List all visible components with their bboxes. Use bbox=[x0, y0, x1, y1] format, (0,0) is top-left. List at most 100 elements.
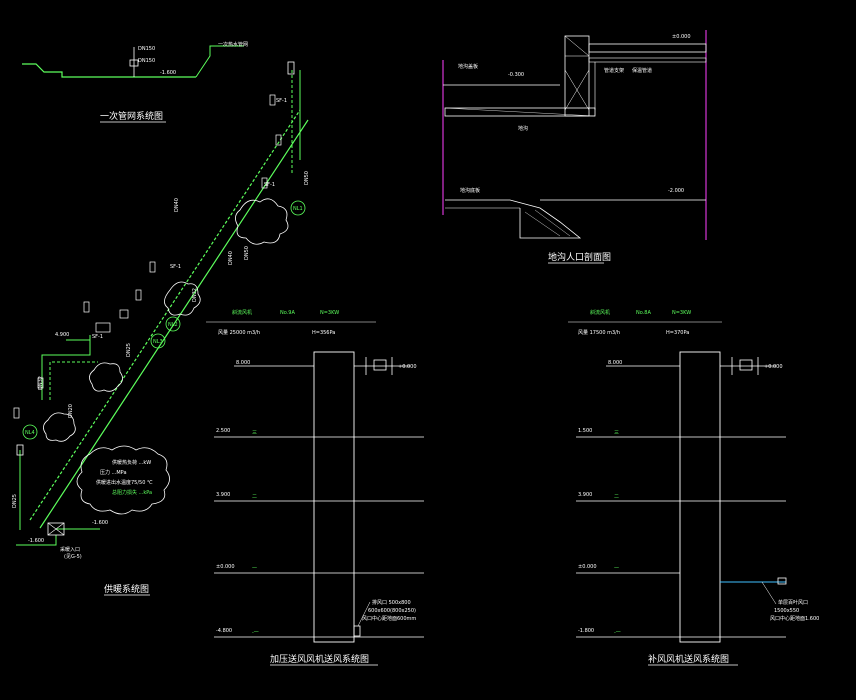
heating-elev-mid: 4.900 bbox=[55, 332, 69, 338]
louver-icon bbox=[777, 577, 787, 585]
primary-pipe-label-2: DN150 bbox=[138, 58, 155, 64]
fan-power: N=3KW bbox=[672, 310, 691, 316]
floor-elev: 3.900 bbox=[216, 492, 230, 498]
earth-slope bbox=[445, 199, 582, 239]
section-elev-top: ±0.000 bbox=[672, 34, 691, 40]
floor-elev: ±0.000 bbox=[216, 564, 235, 570]
primary-network-diagram: DN150 DN150 -1.600 一次热水管网 一次管网系统图 bbox=[22, 41, 248, 123]
heat-meter-icon bbox=[47, 522, 65, 536]
fan-roof-label: +0.000 bbox=[764, 364, 783, 370]
outlet-note-2: 600x600(800x250) bbox=[368, 608, 416, 614]
air-vent-icon bbox=[287, 61, 295, 75]
fan-icon bbox=[739, 359, 753, 371]
branch-pipe bbox=[41, 335, 91, 400]
branch-pipe-2 bbox=[49, 361, 98, 400]
heating-note-2: 压力 ...MPa bbox=[100, 469, 127, 476]
heater-tag: SF-1 bbox=[264, 182, 275, 188]
valve-icon bbox=[37, 377, 44, 389]
primary-network-title: 一次管网系统图 bbox=[100, 110, 163, 122]
hatch bbox=[444, 107, 596, 117]
valve-icon bbox=[83, 301, 90, 313]
heating-elev-left: -1.600 bbox=[28, 538, 44, 544]
primary-network-label: 一次热水管网 bbox=[218, 41, 248, 48]
makeup-fan-title: 补风风机送风系统图 bbox=[648, 653, 729, 665]
pressurized-fan-title: 加压送风风机送风系统图 bbox=[270, 653, 369, 665]
pipe-label: DN32 bbox=[38, 376, 44, 390]
section-elev-bottom: -2.000 bbox=[668, 188, 684, 194]
fan-airflow: 风量 25000 m3/h bbox=[218, 329, 260, 336]
pipe-label: DN20 bbox=[68, 404, 74, 418]
primary-pipe bbox=[22, 63, 196, 78]
valve-icon bbox=[261, 177, 268, 189]
hatch bbox=[534, 209, 571, 237]
pipe-label: DN25 bbox=[12, 494, 18, 508]
pipe-label: DN40 bbox=[174, 198, 180, 212]
valve-icon bbox=[149, 261, 156, 273]
cover-slab bbox=[588, 43, 707, 53]
floor-levels: 8.000 1.500 3.900 ±0.000 -1.800 三 二 一 -一 bbox=[576, 360, 786, 638]
section-label: 地沟 bbox=[518, 125, 528, 132]
section-label: 地沟底板 bbox=[460, 187, 480, 194]
air-shaft bbox=[313, 351, 355, 643]
fan-name: 斜流风机 bbox=[232, 309, 252, 316]
pipe-label: DN25 bbox=[126, 343, 132, 357]
fan-model: No.8A bbox=[636, 310, 651, 316]
primary-pipe-branch bbox=[195, 45, 244, 78]
riser-tag: NL2 bbox=[168, 322, 178, 328]
floor-tag: 二 bbox=[252, 494, 257, 500]
floor-tag: -一 bbox=[614, 630, 621, 636]
pipe-label: DN50 bbox=[304, 171, 310, 185]
riser-tag-circle bbox=[22, 424, 38, 440]
pipe-group-cloud bbox=[164, 281, 201, 316]
outlet-note-1: 排风口 500x800 bbox=[372, 599, 411, 606]
floor-elev: 8.000 bbox=[608, 360, 622, 366]
fan-power: N=3KW bbox=[320, 310, 339, 316]
heating-entry-label: 采暖入口 bbox=[60, 546, 80, 553]
floor-tag: 一 bbox=[252, 566, 257, 572]
hatch bbox=[524, 211, 561, 237]
fan-icon bbox=[373, 359, 387, 371]
riser-tag-circle bbox=[165, 316, 181, 332]
cover-slab-2 bbox=[588, 57, 707, 63]
basement-section-title: 地沟人口剖面图 bbox=[548, 251, 611, 263]
pipe-group-cloud bbox=[235, 198, 289, 245]
fan-pressure: H=370Pa bbox=[666, 330, 689, 336]
makeup-fan-diagram: 斜流风机 No.8A N=3KW 风量 17500 m3/h H=370Pa +… bbox=[568, 309, 819, 666]
valve-icon bbox=[119, 309, 129, 319]
floor-tag: 一 bbox=[614, 566, 619, 572]
floor-elev: 3.900 bbox=[578, 492, 592, 498]
floor-elev: 2.500 bbox=[216, 428, 230, 434]
riser-tag: NL1 bbox=[293, 206, 303, 212]
riser-tag: NL4 bbox=[25, 430, 35, 436]
section-label: 地沟盖板 bbox=[458, 63, 478, 70]
pipe-group-cloud bbox=[43, 412, 76, 442]
pipe-label: DN50 bbox=[244, 246, 250, 260]
floor-elev: 8.000 bbox=[236, 360, 250, 366]
pipe-group-cloud bbox=[89, 362, 123, 392]
floor-tag: 三 bbox=[614, 430, 619, 436]
fan-pressure: H=356Pa bbox=[312, 330, 335, 336]
leader-line bbox=[357, 601, 371, 627]
floor-elev: ±0.000 bbox=[578, 564, 597, 570]
valve-icon bbox=[135, 289, 142, 301]
section-label: 保温管道 bbox=[632, 67, 652, 74]
heating-elev-bottom: -1.600 bbox=[92, 520, 108, 526]
trench-wall bbox=[564, 35, 590, 117]
primary-elevation: -1.600 bbox=[160, 70, 176, 76]
valve-icon bbox=[275, 134, 282, 146]
valve-icon bbox=[13, 407, 20, 419]
riser-tag: NL3 bbox=[153, 339, 163, 345]
primary-pipe-label-1: DN150 bbox=[138, 46, 155, 52]
fan-model: No.9A bbox=[280, 310, 295, 316]
floor-tag: 二 bbox=[614, 494, 619, 500]
heater-tag: SF-1 bbox=[170, 264, 181, 270]
floor-tag: 三 bbox=[252, 430, 257, 436]
heating-system-title: 供暖系统图 bbox=[104, 583, 149, 595]
hatch bbox=[564, 35, 590, 57]
outlet-note-3: 风口中心距地面600mm bbox=[362, 615, 416, 622]
pressurized-fan-diagram: 斜流风机 No.9A N=3KW 风量 25000 m3/h H=356Pa +… bbox=[206, 309, 424, 666]
left-vent-icon bbox=[16, 444, 24, 456]
pipe-label: DN32 bbox=[192, 288, 198, 302]
